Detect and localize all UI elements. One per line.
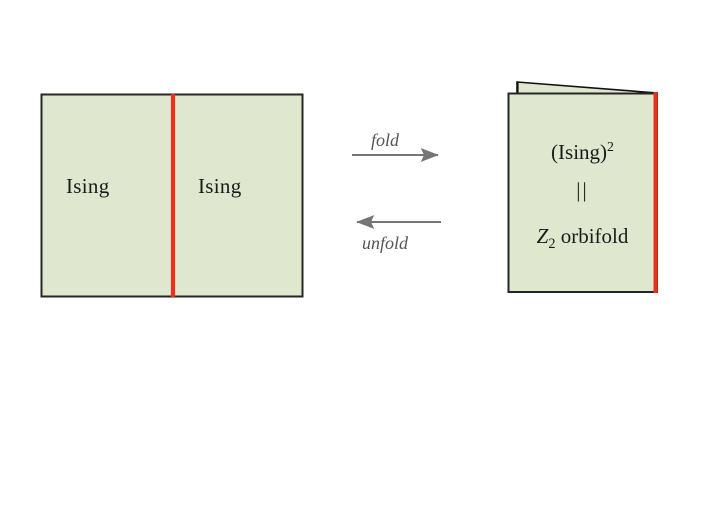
folded-label-z2-orbifold: Z2 orbifold bbox=[508, 224, 657, 253]
folded-ising-exponent: 2 bbox=[607, 139, 614, 154]
folded-orbifold-word: orbifold bbox=[555, 224, 629, 248]
folded-z-symbol: Z bbox=[536, 224, 549, 248]
folded-label-equivalence: || bbox=[576, 178, 589, 202]
folded-booklet-group bbox=[507, 81, 658, 293]
unfolded-strip-group bbox=[40, 93, 304, 298]
folded-label-ising-squared: (Ising)2 bbox=[508, 140, 657, 165]
folded-ising-base: (Ising) bbox=[551, 140, 608, 164]
folded-z-subscript: 2 bbox=[548, 236, 556, 253]
ising-label-left: Ising bbox=[66, 174, 110, 198]
fold-arrow-label: fold bbox=[371, 130, 400, 150]
ising-label-right: Ising bbox=[198, 174, 242, 198]
unfold-arrow-label: unfold bbox=[362, 233, 409, 253]
folded-front-panel bbox=[507, 92, 658, 293]
